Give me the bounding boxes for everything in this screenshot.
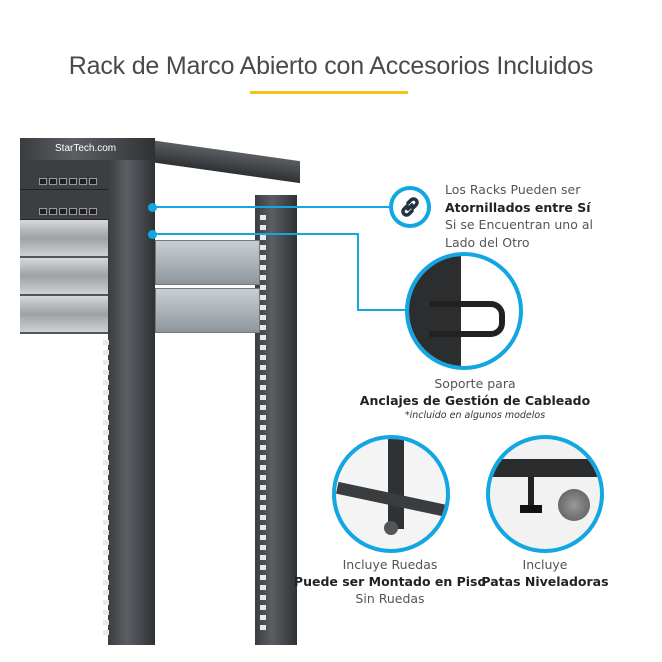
feature-bolt-together: Los Racks Pueden ser Atornillados entre … — [445, 181, 593, 251]
patch-panel — [20, 160, 120, 190]
title-underline — [250, 91, 408, 94]
link-icon-circle — [389, 186, 431, 228]
patch-panel — [20, 190, 120, 220]
front-top-frame — [20, 138, 155, 160]
callout-line — [152, 233, 358, 235]
feature-text: Incluye Ruedas — [342, 557, 438, 572]
server — [20, 258, 108, 296]
casters-image — [332, 435, 450, 553]
server — [20, 220, 108, 258]
cable-anchor-image — [405, 252, 523, 370]
shelf-tray — [155, 288, 260, 333]
feature-text: Lado del Otro — [445, 234, 530, 250]
callout-line — [357, 309, 409, 311]
feature-text-bold: Puede ser Montado en Piso — [293, 574, 487, 589]
rear-post-holes — [260, 215, 266, 635]
leveling-feet-image — [486, 435, 604, 553]
shelf-tray — [155, 240, 260, 285]
feature-text: Sin Ruedas — [355, 591, 425, 606]
server — [20, 296, 108, 334]
feature-text-bold: Patas Niveladoras — [481, 574, 609, 589]
feature-text: Incluye — [522, 557, 568, 572]
brand-logo: StarTech.com — [55, 143, 117, 154]
feature-casters: Incluye Ruedas Puede ser Montado en Piso… — [290, 556, 490, 607]
feature-leveling-feet: Incluye Patas Niveladoras — [455, 556, 635, 590]
feature-cable-anchors: Soporte para Anclajes de Gestión de Cabl… — [330, 375, 620, 422]
callout-line — [357, 233, 359, 311]
callout-line — [152, 206, 392, 208]
front-post-holes — [103, 340, 109, 640]
feature-text: Si se Encuentran uno al — [445, 217, 593, 232]
top-crossbar — [150, 140, 300, 184]
feature-text: Soporte para — [434, 376, 516, 391]
feature-text-bold: Anclajes de Gestión de Cableado — [359, 393, 591, 408]
page-title: Rack de Marco Abierto con Accesorios Inc… — [68, 52, 594, 80]
feature-text-bold: Atornillados entre Sí — [445, 199, 591, 215]
link-icon — [401, 197, 419, 217]
front-post — [108, 160, 155, 645]
feature-text: Los Racks Pueden ser — [445, 182, 581, 197]
feature-footnote: *incluido en algunos modelos — [404, 410, 546, 421]
